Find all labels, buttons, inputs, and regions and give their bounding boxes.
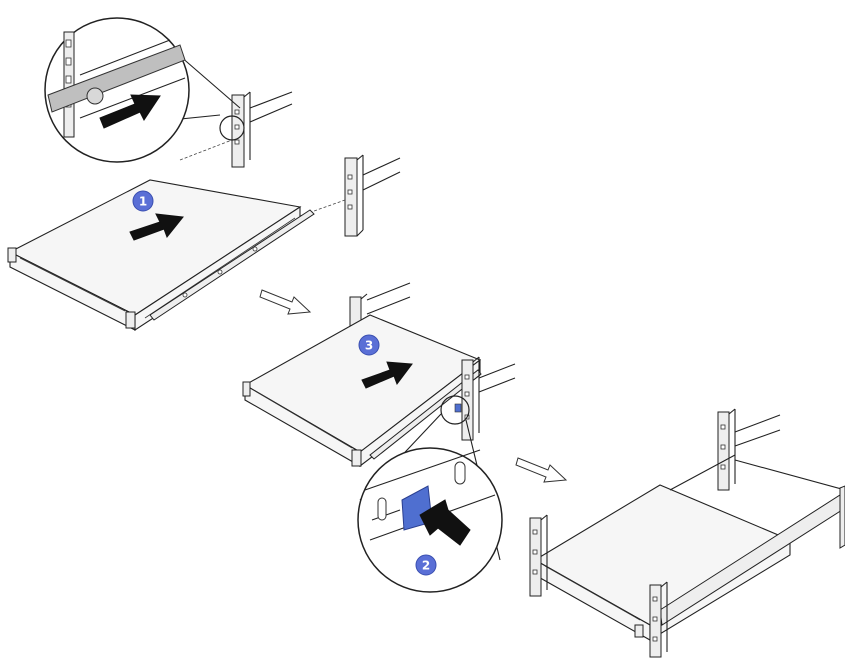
rack-post-rear-1: [344, 154, 401, 237]
push-arrow-icon: [129, 213, 184, 241]
rack-post-front-right-final: [634, 581, 668, 658]
push-arrow-icon: [361, 361, 413, 389]
step-3-badge: 3: [358, 334, 380, 356]
step-2-badge: 2: [415, 554, 437, 576]
step-1-illustration: 1: [7, 91, 401, 332]
callout-magnifier-1: [44, 17, 245, 163]
rack-post-rear-final: [717, 408, 781, 491]
callout-detail-2: [364, 449, 496, 546]
rack-post-front-1: [231, 91, 293, 168]
step-1-badge: 1: [132, 190, 154, 212]
push-arrow-icon: [419, 499, 471, 546]
step-3-number: 3: [365, 339, 373, 353]
rail-extension-final: [839, 485, 845, 549]
final-installed-illustration: [529, 408, 845, 658]
server-chassis-final: [533, 454, 845, 641]
rack-post-right-3: [461, 356, 516, 441]
step-2-number: 2: [422, 559, 430, 573]
rack-post-front-left-final: [529, 514, 548, 597]
callout-detail-1: [47, 31, 186, 138]
flow-arrow-icon: [259, 289, 312, 315]
release-tab-icon: [454, 403, 462, 413]
flow-arrow-icon: [515, 457, 568, 483]
server-chassis-1: [7, 179, 315, 332]
callout-magnifier-2: 2: [357, 395, 503, 593]
step-1-number: 1: [139, 195, 147, 209]
step-3-illustration: 3: [242, 282, 516, 468]
server-chassis-3: [242, 314, 482, 468]
push-arrow-icon: [99, 94, 161, 129]
